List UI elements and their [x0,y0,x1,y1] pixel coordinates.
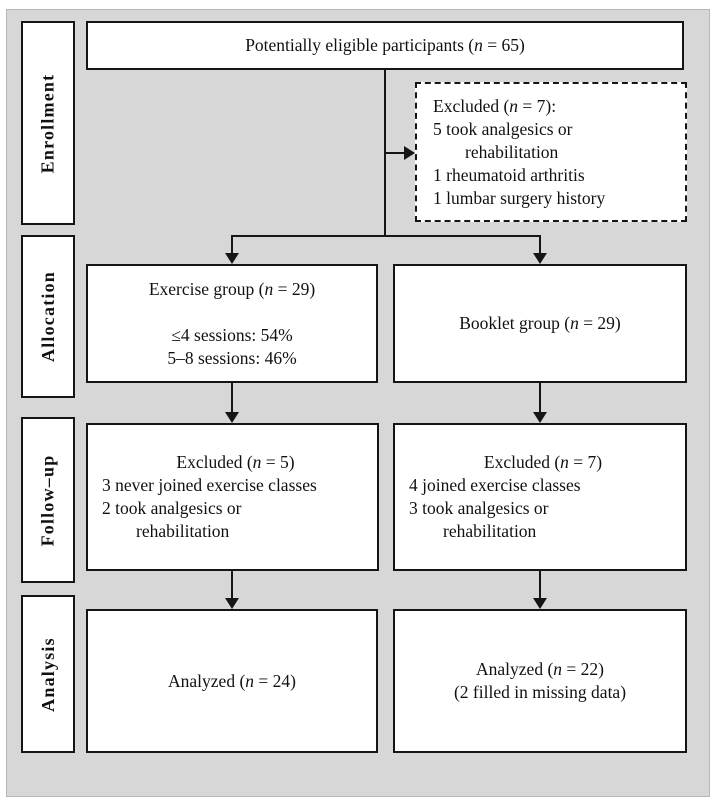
followup-excluded-exercise-box: Excluded (n = 5) 3 never joined exercise … [86,423,379,571]
text-line: Potentially eligible participants (n = 6… [245,35,525,55]
arrowhead-to-excluded-icon [404,146,415,160]
text-line: Exercise group (n = 29) [148,278,316,299]
text-line: Booklet group (n = 29) [459,313,621,333]
text-line: (2 filled in missing data) [453,682,627,702]
stage-label-enrollment: Enrollment [21,21,75,225]
stage-label-followup-text: Follow–up [37,454,58,546]
stage-label-allocation: Allocation [21,235,75,398]
text-line: Analyzed (n = 22) [476,659,604,679]
arrowhead-analysis-left-icon [225,598,239,609]
stage-label-analysis-text: Analysis [37,636,58,712]
text-line: 4 joined exercise classes [409,475,581,495]
stage-label-allocation-text: Allocation [37,271,58,362]
followup-excluded-booklet-box: Excluded (n = 7) 4 joined exercise classe… [393,423,687,571]
analyzed-exercise-box: Analyzed (n = 24) [86,609,378,753]
arrowhead-booklet-followup-icon [533,412,547,423]
arrowhead-analysis-right-icon [533,598,547,609]
booklet-group-box: Booklet group (n = 29) [393,264,687,383]
connector-branch-to-exercise [231,235,233,254]
text-line: 3 never joined exercise classes [102,475,317,495]
stage-label-analysis: Analysis [21,595,75,753]
text-line: Excluded (n = 7): [433,95,557,116]
text-line: Excluded (n = 7) [483,452,603,472]
text-line: rehabilitation [136,521,230,541]
text-line: rehabilitation [443,521,537,541]
arrowhead-exercise-followup-icon [225,412,239,423]
connector-to-excluded [384,152,406,154]
text-line: 3 took analgesics or [409,498,549,518]
connector-followup-to-analysis-left [231,571,233,599]
text-line: 1 lumbar surgery history [433,187,606,208]
text-line: 5 took analgesics or [433,118,573,139]
text-line: 2 took analgesics or [102,498,242,518]
stage-label-followup: Follow–up [21,417,75,583]
connector-followup-to-analysis-right [539,571,541,599]
text-line: 5–8 sessions: 46% [167,347,297,368]
text-line: Analyzed (n = 24) [168,670,296,691]
connector-booklet-to-followup [539,383,541,413]
connector-branch-to-booklet [539,235,541,254]
arrowhead-to-booklet-icon [533,253,547,264]
stage-label-enrollment-text: Enrollment [37,73,58,173]
exercise-group-box: Exercise group (n = 29) ≤4 sessions: 54%… [86,264,378,383]
text-line: Excluded (n = 5) [176,452,295,472]
connector-exercise-to-followup [231,383,233,413]
text-line [88,301,376,324]
text-line: 1 rheumatoid arthritis [433,164,585,185]
text-line: rehabilitation [465,141,559,162]
eligible-participants-box: Potentially eligible participants (n = 6… [86,21,684,70]
connector-branch [231,235,541,237]
arrowhead-to-exercise-icon [225,253,239,264]
analyzed-booklet-box: Analyzed (n = 22) (2 filled in missing da… [393,609,687,753]
text-line: ≤4 sessions: 54% [171,324,293,345]
